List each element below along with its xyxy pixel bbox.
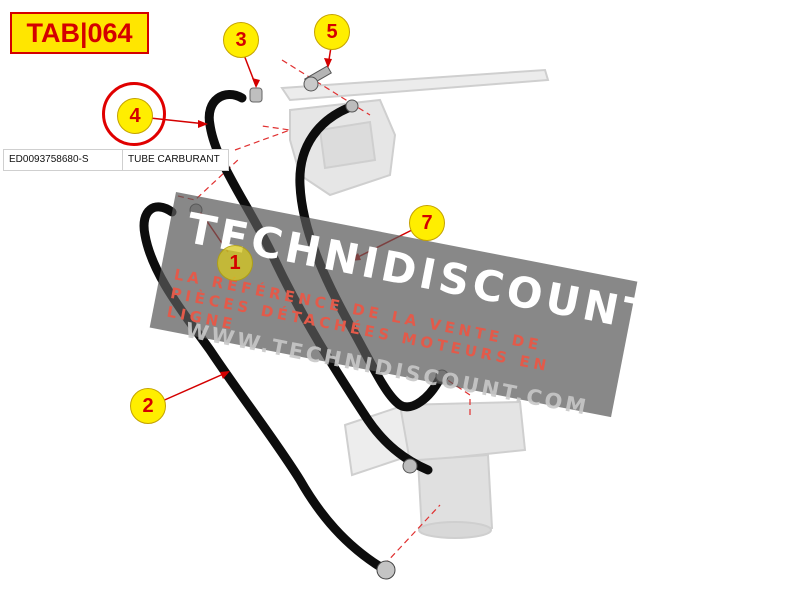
filter-inlet-fitting	[402, 458, 418, 474]
leader-carb	[234, 125, 291, 151]
highlight-ring	[102, 82, 166, 146]
carburettor-detail	[318, 120, 377, 170]
callout-1[interactable]: 1	[217, 245, 253, 281]
part-code: ED0093758680-S	[4, 150, 123, 170]
arrowhead-3	[252, 78, 260, 88]
arrow-2	[159, 371, 229, 403]
lower-banjo-fitting	[376, 560, 396, 580]
tab-badge: TAB|064	[10, 12, 149, 54]
arrowhead-4	[198, 120, 208, 128]
arrowhead-2	[220, 371, 230, 379]
carb-fitting	[345, 99, 359, 113]
part-name: TUBE CARBURANT	[128, 154, 220, 165]
hose-2	[139, 202, 387, 573]
callout-3[interactable]: 3	[223, 22, 259, 58]
part-reference-row: ED0093758680-S TUBE CARBURANT	[3, 149, 229, 171]
callout-4[interactable]: 4	[117, 98, 153, 134]
throttle-rod	[280, 68, 550, 102]
callout-7[interactable]: 7	[409, 205, 445, 241]
leader-rod	[281, 59, 371, 116]
fuel-filter-head	[398, 400, 527, 464]
background-parts	[280, 68, 550, 539]
banjo-bolt-5	[303, 65, 332, 92]
callout-2[interactable]: 2	[130, 388, 166, 424]
callout-5[interactable]: 5	[314, 14, 350, 50]
arrowhead-5	[324, 58, 332, 68]
fuel-filter-bowl	[416, 453, 494, 535]
leader-filter-bottom	[383, 504, 441, 566]
fuel-filter-bowl-bottom	[418, 521, 492, 539]
clip-3	[249, 87, 263, 103]
